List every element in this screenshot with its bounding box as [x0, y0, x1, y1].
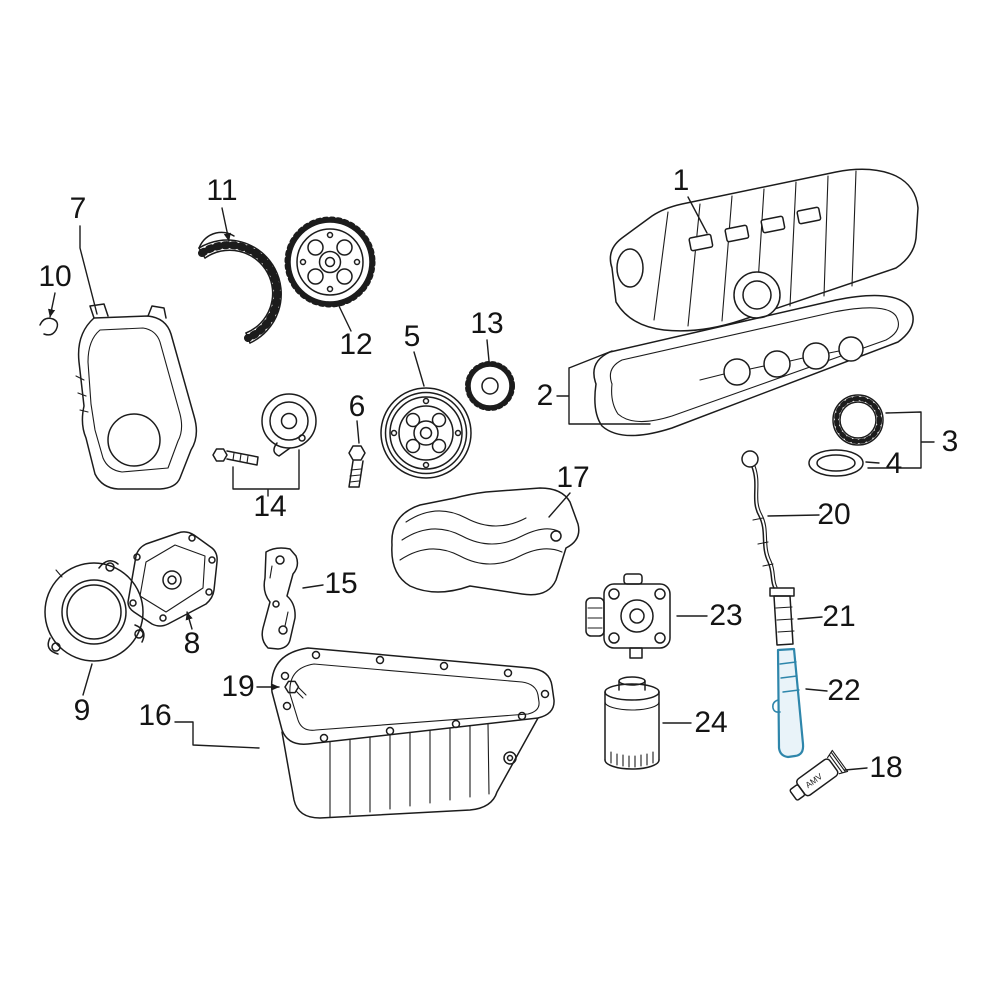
part-oil-pan[interactable]: [270, 647, 555, 819]
part-oil-dipstick[interactable]: [741, 450, 778, 589]
part-timing-cover-rear[interactable]: [127, 531, 218, 627]
leader-11: [221, 207, 231, 242]
part-crankshaft-sprocket[interactable]: [465, 361, 515, 411]
callout-17[interactable]: 17: [556, 461, 590, 494]
leader-13: [486, 339, 490, 362]
callout-13[interactable]: 13: [470, 307, 504, 340]
leader-4: [865, 461, 880, 464]
part-mounting-bracket[interactable]: [261, 547, 299, 650]
callout-2[interactable]: 2: [536, 379, 554, 412]
leader-22: [805, 688, 828, 692]
leader-20: [767, 514, 820, 517]
part-oil-filter[interactable]: [604, 676, 660, 770]
callout-23[interactable]: 23: [709, 599, 743, 632]
part-oil-filler-cap[interactable]: [832, 394, 884, 446]
callout-24[interactable]: 24: [694, 706, 728, 739]
callout-10[interactable]: 10: [38, 260, 72, 293]
leader-7: [79, 225, 98, 315]
leader-9: [82, 663, 93, 696]
callout-7[interactable]: 7: [69, 192, 87, 225]
part-retaining-clip[interactable]: [39, 317, 59, 336]
callout-21[interactable]: 21: [822, 600, 856, 633]
callout-19[interactable]: 19: [221, 670, 255, 703]
part-timing-belt[interactable]: [198, 231, 282, 344]
leader-5: [413, 351, 425, 387]
part-belt-tensioner[interactable]: [212, 393, 317, 466]
callout-15[interactable]: 15: [324, 567, 358, 600]
part-sealant-tube[interactable]: AMV: [785, 749, 849, 805]
leader-17: [548, 492, 571, 518]
leader-15: [302, 584, 324, 589]
leader-14: [232, 449, 300, 497]
part-oil-pan-plug[interactable]: [284, 680, 307, 699]
callout-20[interactable]: 20: [817, 498, 851, 531]
leader-21: [797, 616, 823, 620]
callout-11[interactable]: 11: [206, 174, 238, 207]
part-crankshaft-pulley[interactable]: [380, 387, 472, 479]
part-timing-cover-front[interactable]: [75, 303, 198, 490]
leader-12: [337, 303, 352, 332]
callout-22[interactable]: 22: [827, 674, 861, 707]
part-pulley-bolt[interactable]: [348, 445, 366, 488]
leader-10: [48, 292, 56, 318]
callout-3[interactable]: 3: [941, 425, 959, 458]
callout-14[interactable]: 14: [253, 490, 287, 523]
leader-3: [867, 411, 935, 469]
callout-12[interactable]: 12: [339, 328, 373, 361]
leader-2: [556, 350, 651, 425]
leader-6: [356, 420, 360, 444]
part-crankshaft-seal-flange[interactable]: [44, 560, 145, 662]
part-dipstick-tube-upper[interactable]: [769, 587, 795, 646]
part-oil-cooler[interactable]: [585, 573, 671, 659]
callout-9[interactable]: 9: [73, 694, 91, 727]
leader-lines: [48, 196, 935, 771]
callout-16[interactable]: 16: [138, 699, 172, 732]
callout-5[interactable]: 5: [403, 320, 421, 353]
leader-16: [174, 721, 260, 749]
part-camshaft-sprocket[interactable]: [284, 216, 376, 308]
callout-8[interactable]: 8: [183, 627, 201, 660]
part-valve-cover[interactable]: [609, 168, 919, 332]
callout-1[interactable]: 1: [672, 164, 690, 197]
callout-6[interactable]: 6: [348, 390, 366, 423]
callout-4[interactable]: 4: [885, 447, 903, 480]
callout-18[interactable]: 18: [869, 751, 903, 784]
part-baffle-plate[interactable]: [391, 487, 580, 596]
leader-8: [185, 611, 193, 630]
leader-18: [844, 767, 868, 771]
part-filler-cap-seal[interactable]: [808, 449, 864, 477]
leader-1: [687, 196, 708, 234]
part-dipstick-tube-lower[interactable]: [772, 647, 805, 759]
